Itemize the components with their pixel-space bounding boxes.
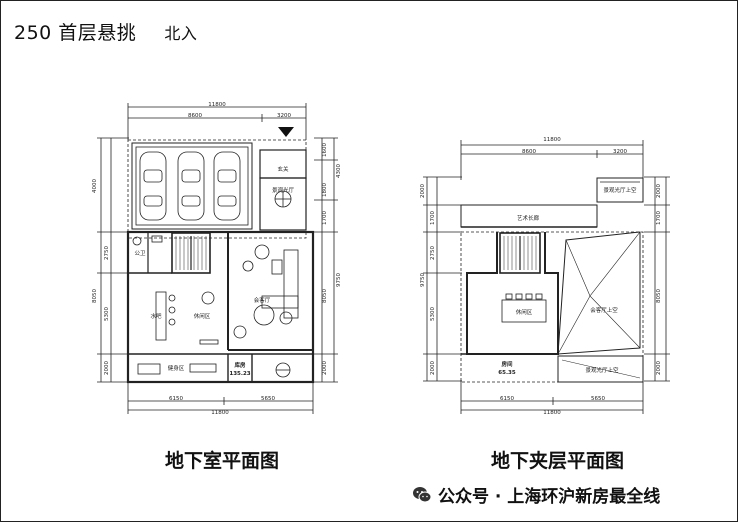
dim-r-5: 9750: [336, 273, 342, 287]
dim-r-3: 1800: [322, 183, 328, 197]
dim-r-2: 1700: [656, 211, 662, 225]
watermark-text: 公众号 · 上海环沪新房最全线: [438, 487, 661, 507]
dim-top-total: 11800: [208, 102, 226, 108]
north-arrow-icon: [278, 127, 294, 137]
room-label: 会客厅: [254, 296, 271, 304]
dim-r-1: 2000: [656, 184, 662, 198]
dim-bot-b: 5650: [591, 396, 605, 402]
dim-bot-a: 6150: [500, 396, 514, 402]
room-area: 135.23: [229, 371, 250, 377]
room-label: 房间: [501, 360, 513, 368]
room-area: 65.35: [498, 370, 516, 376]
dim-left-3: 8050: [92, 289, 98, 303]
dim-top-a: 8600: [188, 113, 202, 119]
dim-left-4: 9750: [420, 273, 426, 287]
room-label: 景观光厅上空: [603, 186, 637, 194]
page-header: 250 首层悬挑 北入: [14, 18, 197, 45]
room-label: 健身区: [168, 364, 185, 372]
dim-left-2: 1700: [430, 211, 436, 225]
dim-bot-total: 11800: [211, 410, 229, 416]
dim-left-5: 2000: [104, 361, 110, 375]
dim-r-6: 8050: [322, 289, 328, 303]
dim-bot-total: 11800: [543, 410, 561, 416]
watermark: 公众号 · 上海环沪新房最全线: [412, 482, 660, 507]
dim-left-6: 2000: [430, 361, 436, 375]
room-label: 艺术长廊: [517, 214, 540, 222]
room-label: 休闲区: [516, 308, 533, 316]
dim-left-4: 5300: [104, 307, 110, 321]
dim-r-4: 1700: [322, 211, 328, 225]
dim-r-3: 8050: [656, 289, 662, 303]
dim-left-3: 2750: [430, 246, 436, 260]
caption-mezzanine: 地下夹层平面图: [491, 450, 625, 472]
dim-r-1: 1600: [322, 143, 328, 157]
dim-r-7: 2000: [322, 361, 328, 375]
room-label: 会客厅上空: [590, 306, 618, 314]
room-label: 景观光厅上空: [585, 366, 619, 374]
dim-top-a: 8600: [522, 149, 536, 155]
dim-r-4: 2000: [656, 361, 662, 375]
room-label: 公卫: [134, 250, 146, 257]
room-label: 休闲区: [194, 312, 211, 320]
dim-bot-b: 5650: [261, 396, 275, 402]
dim-top-total: 11800: [543, 137, 561, 143]
dim-left-2: 2750: [104, 246, 110, 260]
car-icon: [213, 151, 241, 221]
car-icon: [139, 151, 167, 221]
dim-r-2: 4300: [336, 164, 342, 178]
plan-mezzanine: [423, 140, 670, 414]
wechat-icon: [412, 486, 432, 504]
dim-top-b: 3200: [613, 149, 627, 155]
caption-basement: 地下室平面图: [165, 450, 280, 472]
room-label: 景观光厅: [272, 186, 295, 194]
header-orientation: 北入: [164, 24, 198, 43]
dim-bot-a: 6150: [169, 396, 183, 402]
plan-basement: [97, 103, 338, 414]
car-icon: [177, 151, 205, 221]
header-title: 250 首层悬挑: [14, 22, 137, 44]
dim-left-1: 2000: [420, 184, 426, 198]
room-label: 水吧: [150, 312, 162, 320]
dim-left-1: 4000: [92, 179, 98, 193]
room-label: 玄关: [277, 165, 289, 173]
dim-top-b: 3200: [277, 113, 291, 119]
room-label: 库房: [234, 361, 246, 369]
dim-left-5: 5300: [430, 307, 436, 321]
